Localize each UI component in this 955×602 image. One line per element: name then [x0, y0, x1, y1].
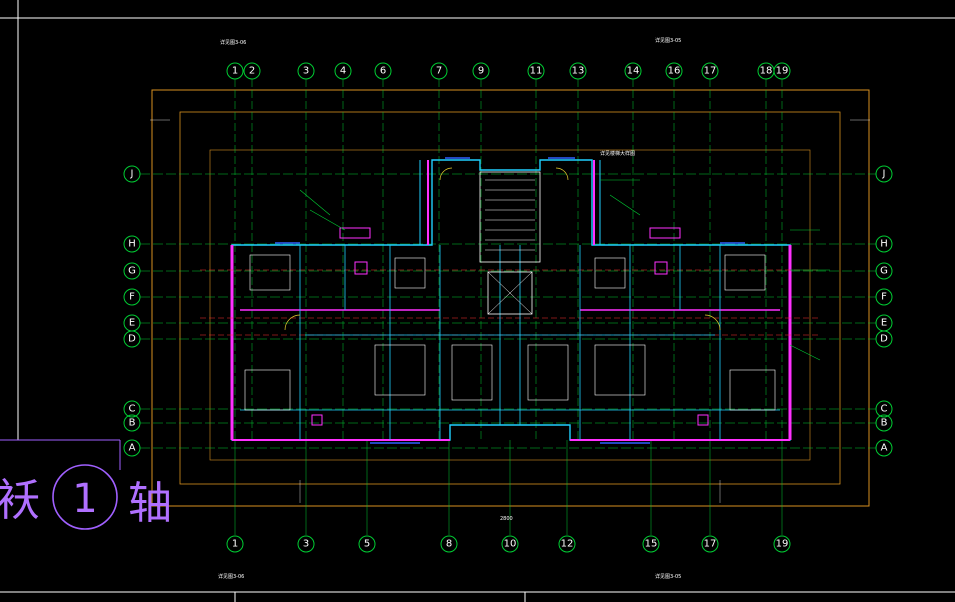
row-axis-label: H	[880, 239, 888, 250]
row-axis-bubble	[875, 330, 893, 348]
row-axis-label: C	[881, 404, 888, 415]
row-axis-bubble	[875, 165, 893, 183]
row-axis-label: F	[881, 292, 887, 303]
top-axis-label: 14	[627, 66, 640, 77]
row-axis-label: J	[882, 169, 886, 180]
bottom-axis-label: 3	[303, 539, 309, 550]
bottom-axis-label: 5	[364, 539, 370, 550]
top-axis-label: 2	[249, 66, 255, 77]
top-axis-label: 19	[776, 66, 789, 77]
row-axis-label: G	[880, 266, 888, 277]
row-axis-bubble	[875, 414, 893, 432]
row-axis-label: B	[129, 418, 136, 429]
big-char-2: 轴	[128, 478, 172, 529]
row-axis-bubble	[123, 288, 141, 306]
top-axis-label: 18	[760, 66, 773, 77]
top-axis-label: 13	[572, 66, 585, 77]
bottom-axis-label: 15	[645, 539, 658, 550]
ref-bottom-left: 详见图3-06	[218, 573, 244, 580]
center-dimension: 2800	[500, 516, 513, 522]
bottom-axis-bubble	[558, 535, 576, 553]
row-axis-bubble	[123, 235, 141, 253]
bottom-axis-label: 1	[232, 539, 238, 550]
top-axis-bubble	[701, 62, 719, 80]
large-axis-label: 袄 1 轴	[0, 439, 172, 530]
bottom-axis-bubble	[773, 535, 791, 553]
ref-top-right: 详见图3-05	[655, 37, 681, 44]
row-axis-label: H	[128, 239, 136, 250]
top-axis-bubble	[297, 62, 315, 80]
bottom-axis-bubble	[701, 535, 719, 553]
row-axis-bubble	[875, 400, 893, 418]
bottom-axis-label: 8	[446, 539, 452, 550]
bottom-axis-label: 10	[504, 539, 517, 550]
top-axis-bubble	[226, 62, 244, 80]
top-axis-label: 7	[436, 66, 442, 77]
row-axis-label: B	[881, 418, 888, 429]
top-axis-bubble	[243, 62, 261, 80]
row-axis-label: F	[129, 292, 135, 303]
top-axis-label: 17	[704, 66, 717, 77]
top-axis-bubble	[472, 62, 490, 80]
row-axis-label: D	[128, 334, 136, 345]
row-axis-label: J	[130, 169, 134, 180]
row-axis-bubble	[123, 400, 141, 418]
ref-top-left: 详见图3-06	[220, 39, 246, 46]
top-axis-bubble	[374, 62, 392, 80]
top-axis-bubble	[624, 62, 642, 80]
row-axis-bubble	[875, 288, 893, 306]
row-axis-label: C	[129, 404, 136, 415]
row-axis-label: A	[129, 443, 136, 454]
top-axis-bubble	[334, 62, 352, 80]
ref-bottom-right: 详见图3-05	[655, 573, 681, 580]
top-axis-label: 4	[340, 66, 346, 77]
bottom-axis-label: 12	[561, 539, 574, 550]
bottom-axis-label: 19	[776, 539, 789, 550]
plan-annotations: 详见图3-06 详见图3-05 详见图3-06 详见图3-05 详见楼梯大样图 …	[218, 37, 681, 580]
row-axis-label: G	[128, 266, 136, 277]
row-axis-bubble	[123, 439, 141, 457]
top-axis-label: 3	[303, 66, 309, 77]
row-axis-bubble	[875, 235, 893, 253]
bottom-axis-bubble	[440, 535, 458, 553]
row-axis-bubble	[875, 439, 893, 457]
top-axis-bubble	[773, 62, 791, 80]
top-axis-bubble	[527, 62, 545, 80]
big-number: 1	[72, 476, 97, 522]
row-axis-bubble	[123, 330, 141, 348]
bottom-axis-label: 17	[704, 539, 717, 550]
row-axis-bubble	[123, 262, 141, 280]
top-axis-bubble	[665, 62, 683, 80]
bottom-axis-bubble	[642, 535, 660, 553]
row-axis-bubble	[875, 262, 893, 280]
bottom-axis-bubble	[358, 535, 376, 553]
top-axis-label: 1	[232, 66, 238, 77]
top-axis-label: 11	[530, 66, 543, 77]
bottom-axis-bubble	[297, 535, 315, 553]
row-axis-label: E	[881, 318, 887, 329]
row-axis-bubble	[123, 414, 141, 432]
row-axis-label: D	[880, 334, 888, 345]
big-char-1: 袄	[0, 475, 40, 526]
bottom-axis-bubble	[226, 535, 244, 553]
top-axis-label: 6	[380, 66, 386, 77]
stair-note: 详见楼梯大样图	[600, 150, 635, 157]
top-axis-label: 9	[478, 66, 484, 77]
top-axis-label: 16	[668, 66, 681, 77]
row-axis-label: A	[881, 443, 888, 454]
top-axis-bubble	[569, 62, 587, 80]
bottom-axis-bubble	[501, 535, 519, 553]
row-axis-bubble	[123, 165, 141, 183]
top-axis-bubble	[430, 62, 448, 80]
row-axis-label: E	[129, 318, 135, 329]
building-plan	[150, 119, 870, 503]
